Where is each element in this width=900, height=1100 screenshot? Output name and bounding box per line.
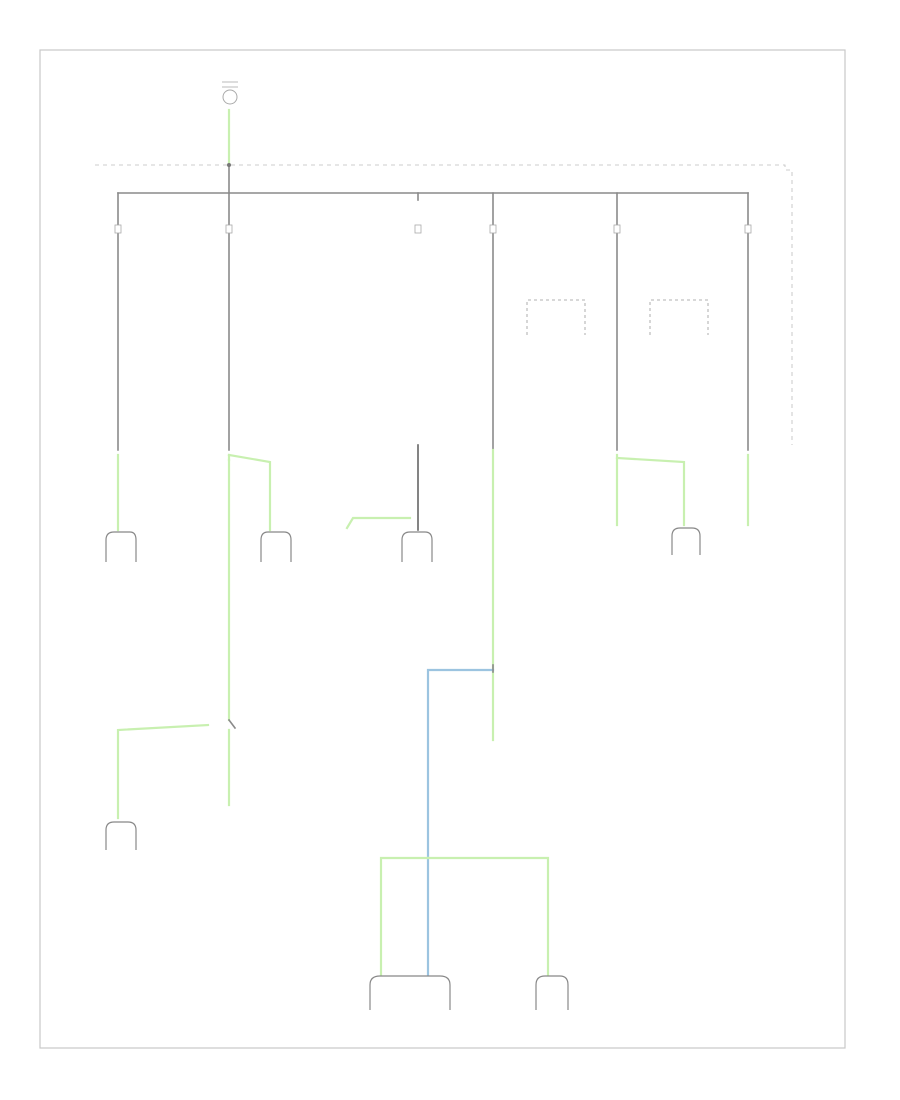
wire-2 [227,453,272,532]
wire-blue [426,668,495,977]
fuse-box-boundary [95,164,793,445]
wire-lower-right [426,856,550,977]
wire-2-switch [227,718,237,730]
relay-box-1 [526,299,586,335]
wire-3b [345,516,412,530]
relay-box-2 [649,299,709,335]
power-source-symbol [222,81,238,105]
splice-node [227,163,231,167]
wire-2-left [116,723,210,820]
wire-5b [615,456,686,527]
fuse-marks [114,224,752,234]
connector-row-1 [105,527,701,562]
wire-lower-left [379,856,430,977]
page-frame [39,49,846,1049]
connector-row-3 [369,975,569,1010]
connector-row-2 [105,821,137,850]
